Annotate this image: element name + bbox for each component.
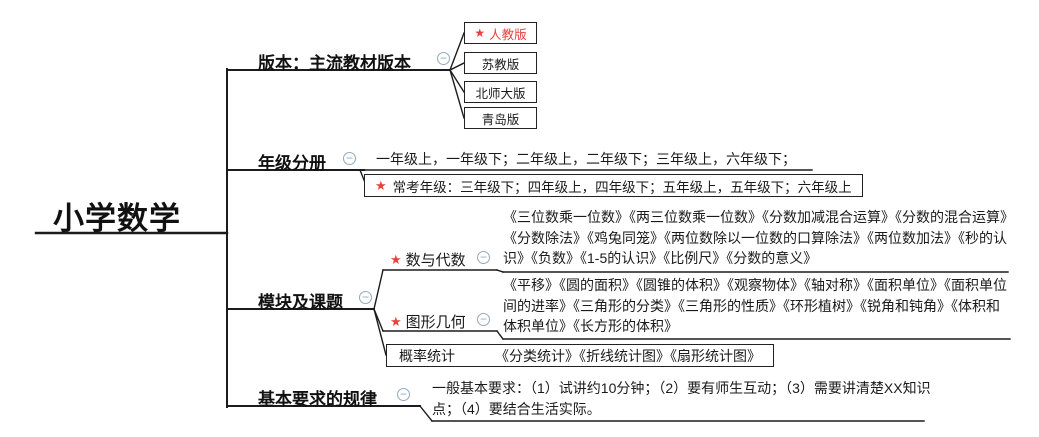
branch-modules-topics[interactable]: 模块及课题 [258, 293, 343, 312]
version-label: 青岛版 [481, 112, 520, 127]
collapse-icon[interactable]: − [397, 388, 410, 401]
version-label: 北师大版 [475, 86, 526, 101]
requirements-text-node[interactable]: 一般基本要求：（1）试讲约10分钟；（2）要有师生互动；（3）需要讲清楚XX知识… [432, 380, 931, 417]
version-label: 苏教版 [481, 57, 520, 72]
module-label: 数与代数 [405, 252, 466, 269]
module-label: 概率统计 [399, 347, 455, 364]
branch-grade-volumes[interactable]: 年级分册 [258, 154, 326, 173]
star-icon: ★ [390, 314, 402, 329]
module-label: 图形几何 [405, 314, 466, 331]
collapse-icon[interactable]: − [437, 52, 450, 65]
key-grades-node[interactable]: ★ 常考年级：三年级下；四年级上，四年级下；五年级上，五年级下；六年级上 [364, 174, 863, 197]
collapse-icon[interactable]: − [477, 251, 490, 264]
collapse-icon[interactable]: − [359, 291, 372, 304]
grade-volumes-node[interactable]: 一年级上，一年级下；二年级上，二年级下；三年级上，六年级下； [376, 151, 796, 167]
module-geometry-node[interactable]: ★ 图形几何 [390, 311, 466, 332]
branch-basic-requirements[interactable]: 基本要求的规律 [258, 390, 377, 409]
key-grades-label: 常考年级：三年级下；四年级上，四年级下；五年级上，五年级下；六年级上 [392, 179, 852, 195]
statistics-topics: 《分类统计》《折线统计图》《扇形统计图》 [495, 347, 761, 364]
version-label: 人教版 [489, 27, 527, 42]
geometry-topics-node[interactable]: 《平移》《圆的面积》《圆锥的体积》《观察物体》《轴对称》《面积单位》《面积单位间… [503, 277, 1007, 334]
star-icon: ★ [375, 178, 387, 193]
module-number-algebra-node[interactable]: ★ 数与代数 [390, 249, 466, 270]
collapse-icon[interactable]: − [343, 152, 356, 165]
collapse-icon[interactable]: − [477, 313, 490, 326]
star-icon: ★ [474, 26, 486, 40]
branch-version[interactable]: 版本：主流教材版本 [258, 54, 411, 73]
version-node[interactable]: ★ 人教版 [464, 22, 537, 44]
version-node[interactable]: 苏教版 [464, 52, 537, 74]
root-node[interactable]: 小学数学 [53, 201, 181, 236]
module-statistics-node[interactable]: 概率统计 《分类统计》《折线统计图》《扇形统计图》 [386, 344, 774, 367]
version-node[interactable]: 北师大版 [464, 81, 537, 103]
star-icon: ★ [390, 252, 402, 267]
number-algebra-topics-node[interactable]: 《三位数乘一位数》《两三位数乘一位数》《分数加减混合运算》《分数的混合运算》《分… [503, 209, 1007, 266]
version-node[interactable]: 青岛版 [464, 107, 537, 129]
